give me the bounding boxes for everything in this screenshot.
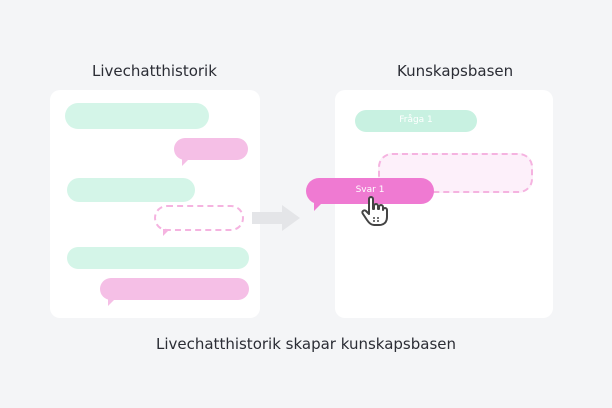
bubble-tail (163, 229, 170, 236)
chat-bubble-outgoing (174, 138, 248, 160)
caption: Livechatthistorik skapar kunskapsbasen (155, 335, 457, 353)
answer-label: Svar 1 (355, 185, 385, 195)
arrow-right-icon (252, 205, 300, 231)
bubble-tail (314, 202, 323, 211)
chat-bubble-dashed (154, 205, 244, 231)
right-panel-title: Kunskapsbasen (397, 62, 514, 80)
bubble-tail (108, 298, 116, 306)
question-bubble (355, 110, 477, 132)
chat-bubble-incoming (65, 103, 209, 129)
question-label: Fråga 1 (399, 115, 433, 125)
left-panel-title: Livechatthistorik (92, 62, 217, 80)
chat-bubble-outgoing (100, 278, 249, 300)
chat-history-panel (50, 90, 260, 318)
bubble-tail (182, 158, 190, 166)
hand-pointer-icon (361, 196, 388, 226)
chat-bubble-incoming (67, 247, 249, 269)
chat-bubble-incoming (67, 178, 195, 202)
